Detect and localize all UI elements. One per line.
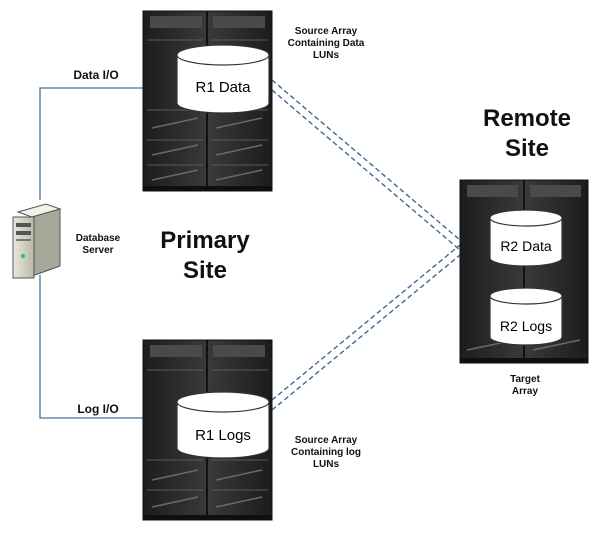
source-array-log-caption: Source Array Containing log LUNs bbox=[278, 435, 374, 471]
log-io-label: Log I/O bbox=[77, 402, 119, 416]
target-caption-line2: Array bbox=[511, 386, 539, 397]
primary-site-line1: Primary bbox=[160, 227, 250, 254]
replication-link-data bbox=[271, 79, 461, 251]
source-array-data-caption: Source Array Containing Data LUNs bbox=[278, 26, 374, 62]
data-io-connection bbox=[39, 87, 143, 200]
r2-data-volume: R2 Data bbox=[489, 209, 563, 267]
database-server-label: Database Server bbox=[66, 233, 130, 257]
source-data-caption-line3: LUNs bbox=[312, 50, 340, 61]
r2-logs-volume: R2 Logs bbox=[489, 287, 563, 346]
target-caption-line1: Target bbox=[510, 374, 540, 385]
replication-link-logs bbox=[271, 244, 461, 411]
database-server-icon bbox=[12, 203, 62, 279]
r1-data-label: R1 Data bbox=[195, 79, 251, 96]
source-array-data bbox=[142, 10, 273, 192]
server-label-line1: Database bbox=[75, 233, 121, 244]
source-log-caption-line2: Containing log bbox=[291, 447, 361, 458]
source-log-caption-line3: LUNs bbox=[312, 459, 340, 470]
server-label-line2: Server bbox=[82, 245, 114, 256]
r2-logs-label: R2 Logs bbox=[500, 318, 552, 334]
remote-site-line1: Remote bbox=[482, 105, 572, 132]
r2-data-label: R2 Data bbox=[500, 238, 552, 254]
primary-site-title: Primary Site bbox=[140, 226, 270, 286]
data-io-label: Data I/O bbox=[73, 68, 119, 82]
source-data-caption-line1: Source Array bbox=[294, 26, 358, 37]
r1-logs-volume: R1 Logs bbox=[176, 391, 270, 459]
target-array-caption: Target Array bbox=[490, 374, 560, 398]
log-io-connection bbox=[39, 275, 143, 419]
r1-logs-label: R1 Logs bbox=[195, 427, 251, 444]
source-log-caption-line1: Source Array bbox=[294, 435, 358, 446]
r1-data-volume: R1 Data bbox=[176, 44, 270, 114]
remote-site-title: Remote Site bbox=[462, 104, 592, 164]
source-data-caption-line2: Containing Data bbox=[287, 38, 365, 49]
remote-site-line2: Site bbox=[504, 135, 549, 162]
primary-site-line2: Site bbox=[182, 257, 227, 284]
